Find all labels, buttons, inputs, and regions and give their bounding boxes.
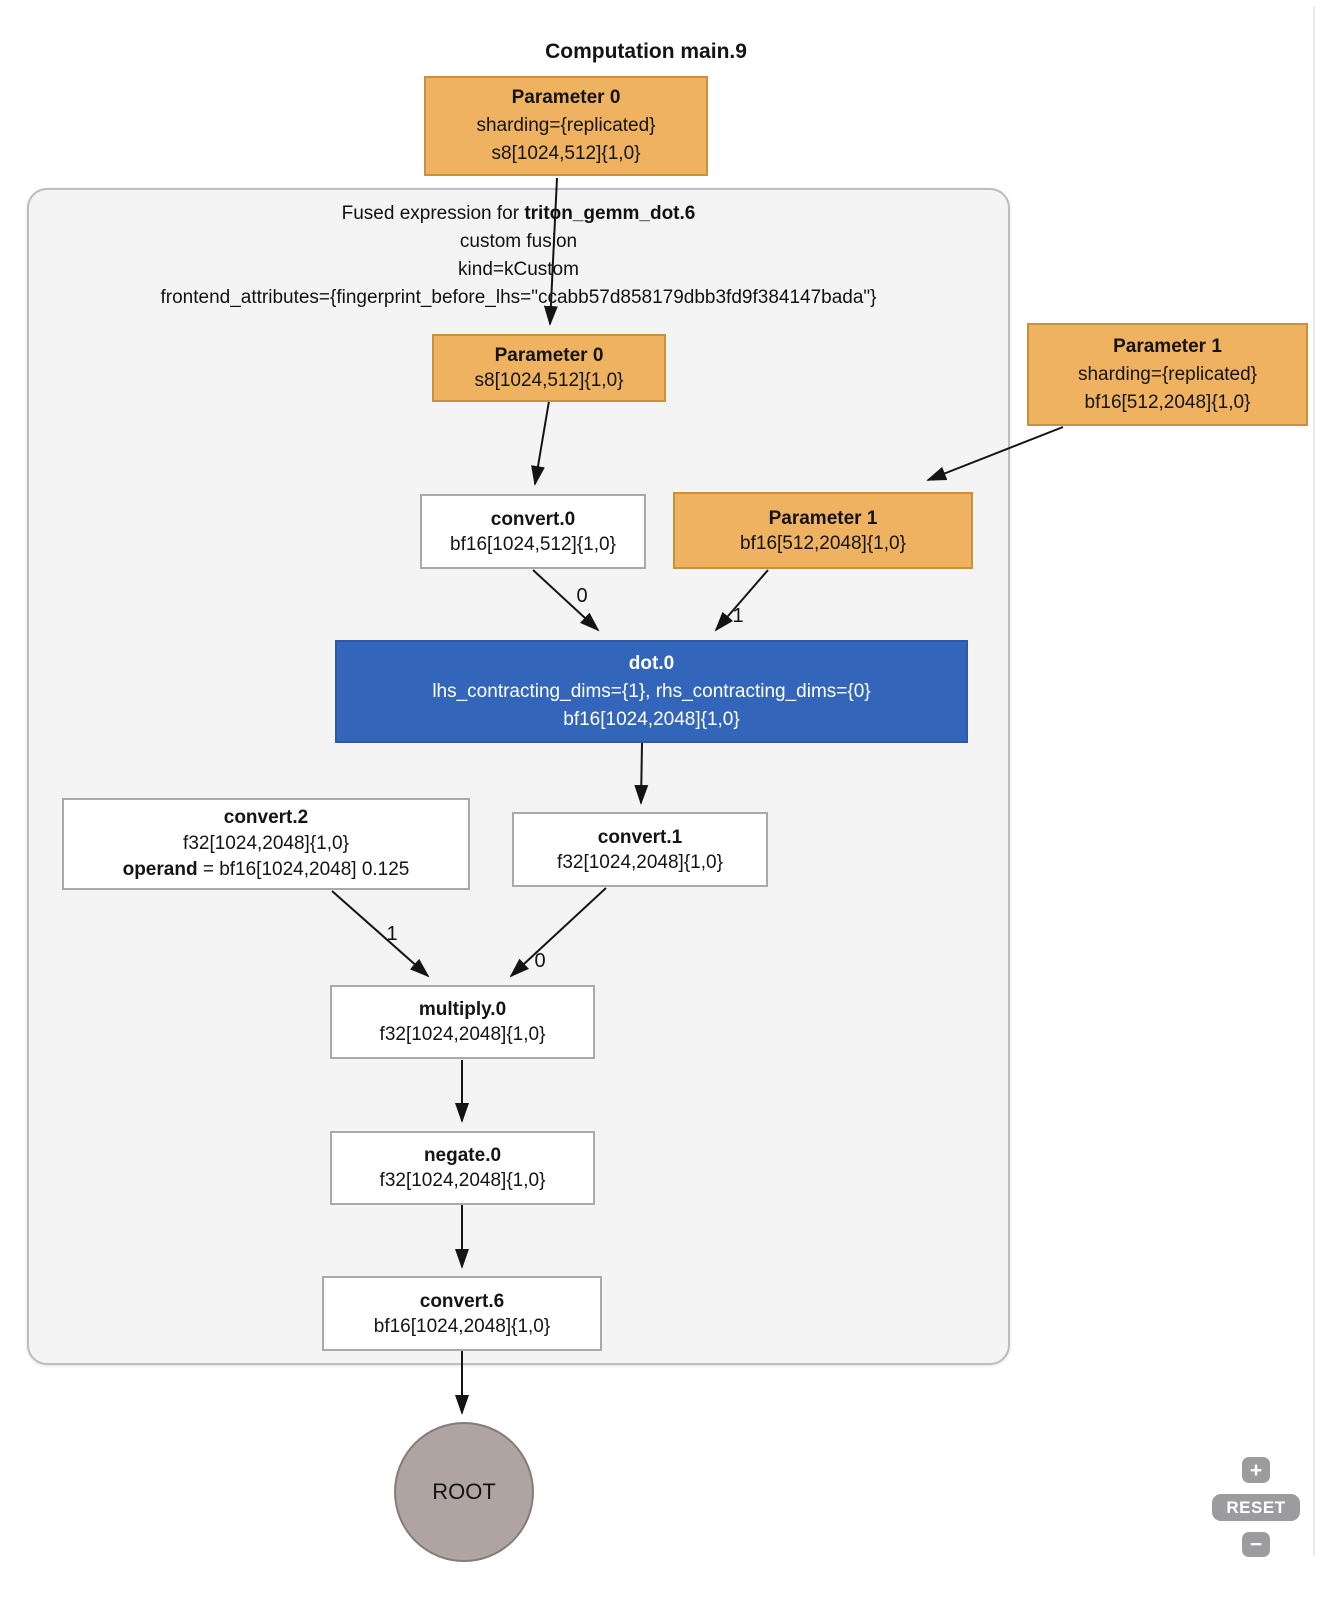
node-convert-2[interactable]: convert.2 f32[1024,2048]{1,0} operand = … <box>62 798 470 890</box>
node-attributes: lhs_contracting_dims={1}, rhs_contractin… <box>432 680 871 702</box>
fusion-header-line3: kind=kCustom <box>458 259 579 280</box>
node-title: Parameter 1 <box>1113 335 1222 357</box>
node-convert-6[interactable]: convert.6 bf16[1024,2048]{1,0} <box>322 1276 602 1351</box>
node-shape: bf16[1024,2048]{1,0} <box>563 708 740 730</box>
node-fused-parameter-1[interactable]: Parameter 1 bf16[512,2048]{1,0} <box>673 492 973 569</box>
node-parameter-0[interactable]: Parameter 0 sharding={replicated} s8[102… <box>424 76 708 176</box>
edge-label-operand-0b: 0 <box>534 950 546 972</box>
zoom-in-button[interactable]: + <box>1242 1457 1270 1483</box>
node-convert-1[interactable]: convert.1 f32[1024,2048]{1,0} <box>512 812 768 887</box>
node-shape: bf16[1024,512]{1,0} <box>450 533 616 555</box>
fusion-header-line2: custom fusion <box>459 231 578 252</box>
node-title: convert.0 <box>490 508 576 530</box>
pane-divider <box>1313 6 1315 1556</box>
node-shape: bf16[1024,2048]{1,0} <box>373 1315 551 1337</box>
fusion-header-line4: frontend_attributes={fingerprint_before_… <box>160 287 877 308</box>
graph-title: Computation main.9 <box>545 40 747 63</box>
operand-value: = bf16[1024,2048] 0.125 <box>197 859 410 880</box>
node-operand: operand = bf16[1024,2048] 0.125 <box>123 857 410 883</box>
zoom-out-button[interactable]: − <box>1242 1532 1270 1557</box>
node-title: convert.1 <box>597 826 683 848</box>
node-fused-parameter-0[interactable]: Parameter 0 s8[1024,512]{1,0} <box>432 334 666 402</box>
node-shape: f32[1024,2048]{1,0} <box>183 833 349 854</box>
node-title: Parameter 1 <box>768 507 878 529</box>
node-title: negate.0 <box>423 1145 502 1166</box>
node-sharding: sharding={replicated} <box>476 115 656 136</box>
node-title: Parameter 0 <box>494 345 604 366</box>
node-convert-0[interactable]: convert.0 bf16[1024,512]{1,0} <box>420 494 646 569</box>
node-parameter-1[interactable]: Parameter 1 sharding={replicated} bf16[5… <box>1027 323 1308 426</box>
node-shape: bf16[512,2048]{1,0} <box>740 532 906 554</box>
node-multiply-0[interactable]: multiply.0 f32[1024,2048]{1,0} <box>330 985 595 1059</box>
node-title: convert.6 <box>419 1290 505 1312</box>
edge-label-operand-1: 1 <box>732 605 744 627</box>
node-dot-0[interactable]: dot.0 lhs_contracting_dims={1}, rhs_cont… <box>335 640 968 743</box>
node-sharding: sharding={replicated} <box>1077 363 1258 385</box>
edge-label-operand-0: 0 <box>576 585 588 607</box>
operand-label: operand <box>122 859 198 880</box>
node-title: Parameter 0 <box>511 87 621 108</box>
node-title: multiply.0 <box>418 999 507 1020</box>
node-shape: f32[1024,2048]{1,0} <box>379 1024 546 1045</box>
node-shape: f32[1024,2048]{1,0} <box>379 1170 546 1191</box>
fusion-cluster-header: Fused expression for triton_gemm_dot.6 c… <box>29 200 1008 312</box>
fusion-header-prefix: Fused expression for <box>341 203 525 224</box>
reset-view-button[interactable]: RESET <box>1212 1494 1300 1521</box>
edge-label-operand-1b: 1 <box>386 923 398 945</box>
node-shape: f32[1024,2048]{1,0} <box>557 851 723 873</box>
node-title: convert.2 <box>223 807 309 828</box>
node-shape: s8[1024,512]{1,0} <box>474 370 624 391</box>
root-label: ROOT <box>432 1479 496 1504</box>
node-shape: bf16[512,2048]{1,0} <box>1084 391 1251 413</box>
node-root[interactable]: ROOT <box>394 1422 534 1562</box>
node-negate-0[interactable]: negate.0 f32[1024,2048]{1,0} <box>330 1131 595 1205</box>
node-shape: s8[1024,512]{1,0} <box>491 143 641 164</box>
fusion-name: triton_gemm_dot.6 <box>524 203 696 224</box>
node-title: dot.0 <box>628 652 675 674</box>
fusion-header-line1: Fused expression for triton_gemm_dot.6 <box>29 200 1008 228</box>
